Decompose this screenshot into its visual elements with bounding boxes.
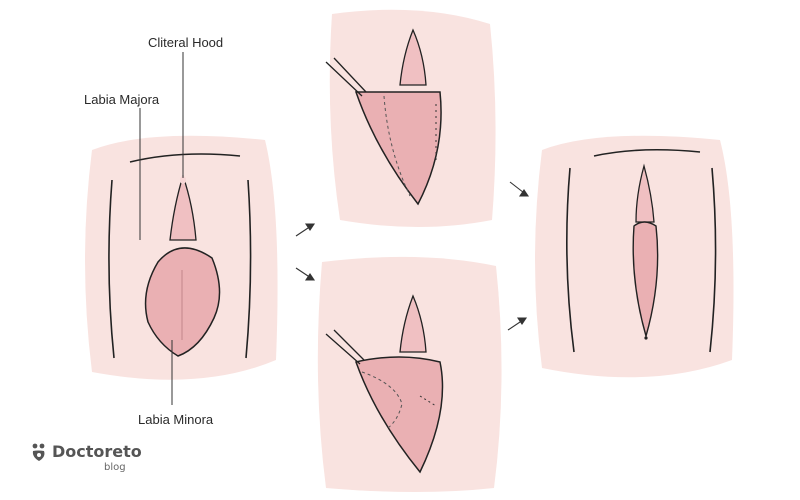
panel-before-hood-tip: [180, 176, 186, 184]
panel-wedge-trim: [317, 256, 502, 492]
panel-before: [85, 52, 278, 405]
arrow-before-to-top: [295, 223, 316, 237]
label-labia-minora: Labia Minora: [138, 412, 214, 427]
doctoreto-logo: Doctoreto blog: [30, 440, 150, 484]
panel-before-left-thigh-line: [108, 179, 115, 359]
panel-wedge-trim-labia: [355, 356, 444, 474]
panel-before-hood: [169, 173, 197, 241]
logo-wordmark: Doctoreto: [52, 442, 142, 461]
label-clitoral-hood: Cliteral Hood: [148, 35, 224, 50]
logo-subtitle: blog: [104, 462, 126, 473]
panel-before-right-thigh-line: [245, 179, 252, 359]
panel-wedge-trim-suture: [419, 395, 437, 407]
panel-edge-trim-labia: [354, 91, 442, 206]
panel-wedge-trim-cut-line: [361, 371, 403, 429]
paw-stethoscope-icon: [32, 443, 45, 461]
panel-edge-trim-hood: [399, 28, 427, 86]
arrow-bottom-to-after: [507, 317, 528, 331]
panel-wedge-trim-clamp: [325, 329, 365, 365]
arrow-before-to-bottom: [295, 267, 316, 281]
panel-after: [535, 135, 734, 378]
label-labia-majora: Labia Majora: [84, 92, 160, 107]
panel-wedge-trim-hood: [399, 294, 427, 353]
panel-after-left-thigh-line: [566, 167, 575, 353]
panel-after-top-line: [593, 148, 701, 157]
panel-after-bottom-dot: [644, 336, 648, 340]
arrows: [295, 181, 530, 331]
panel-edge-trim-clamp: [325, 57, 367, 97]
panel-after-right-thigh-line: [709, 167, 717, 353]
arrow-top-to-after: [509, 181, 530, 197]
panel-after-labia: [632, 221, 659, 339]
panel-edge-trim: [325, 9, 496, 227]
